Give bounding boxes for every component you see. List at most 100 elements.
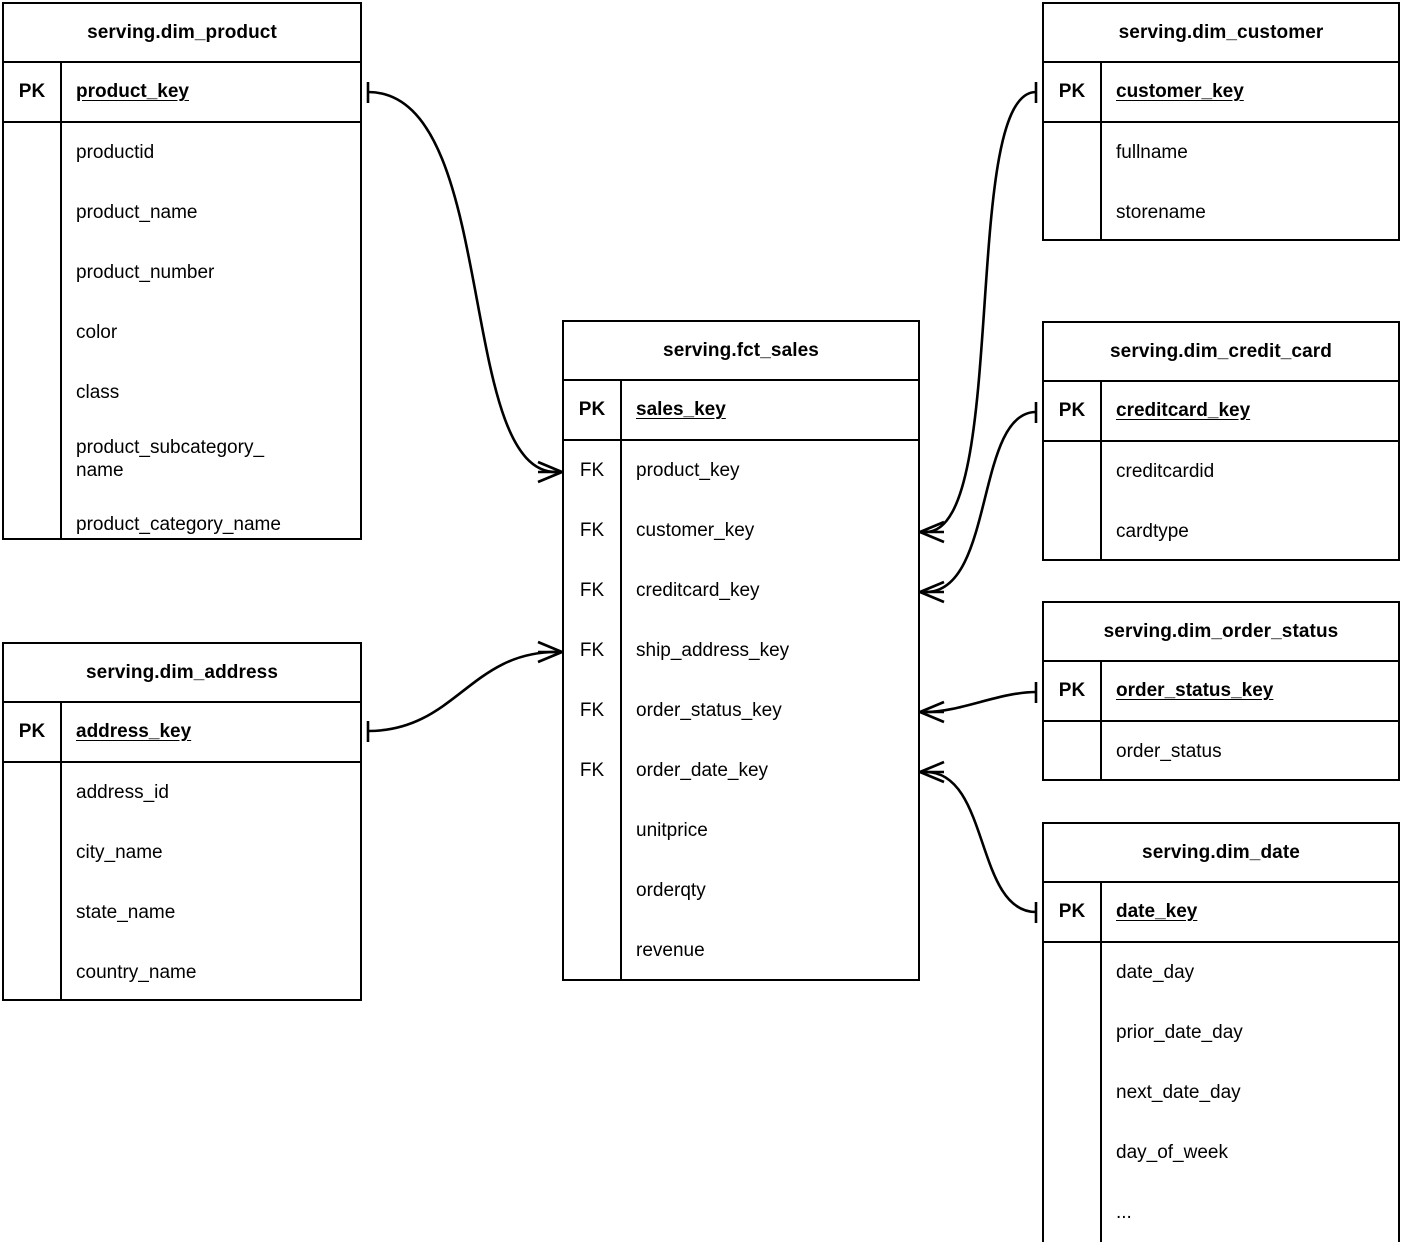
attribute-name-column: address_id city_name state_name country_…	[62, 763, 360, 1001]
attribute-row: state_name	[76, 902, 176, 923]
column-row: creditcard_key	[636, 580, 760, 601]
pk-name-sales-key: sales_key	[636, 399, 726, 420]
pk-row-fct-sales[interactable]: PK sales_key	[564, 381, 918, 441]
fk-tag: FK	[579, 760, 605, 781]
attribute-row: creditcardid	[1116, 461, 1215, 482]
pk-row-dim-credit-card[interactable]: PK creditcard_key	[1044, 382, 1398, 442]
attribute-key-column	[1044, 722, 1102, 781]
attribute-row: city_name	[76, 842, 163, 863]
entity-dim-product[interactable]: serving.dim_product PK product_key produ…	[2, 2, 362, 540]
entity-title-fct-sales: serving.fct_sales	[564, 322, 918, 381]
attributes-dim-credit-card: creditcardid cardtype	[1044, 442, 1398, 561]
entity-title-dim-date: serving.dim_date	[1044, 824, 1398, 883]
relationship-address	[367, 650, 557, 733]
attribute-key-column	[1044, 943, 1102, 1242]
pk-row-dim-order-status[interactable]: PK order_status_key	[1044, 662, 1398, 722]
columns-fct-sales: FK FK FK FK FK FK product_key customer_k…	[564, 441, 918, 981]
entity-title-dim-address: serving.dim_address	[4, 644, 360, 703]
attribute-row: product_number	[76, 262, 215, 283]
crowfoot-order-date	[919, 760, 945, 784]
attribute-name-column: order_status	[1102, 722, 1398, 781]
attribute-row: date_day	[1116, 962, 1195, 983]
relationship-customer	[925, 90, 1037, 534]
attribute-row: product_subcategory_ name	[76, 437, 265, 481]
fk-tag: FK	[579, 700, 605, 721]
attribute-row: class	[76, 382, 120, 403]
column-row: orderqty	[636, 880, 706, 901]
attribute-key-column	[1044, 123, 1102, 241]
column-row: order_date_key	[636, 760, 769, 781]
attributes-dim-customer: fullname storename	[1044, 123, 1398, 241]
attribute-row: color	[76, 322, 118, 343]
attribute-row: productid	[76, 142, 155, 163]
pk-name-address-key: address_key	[76, 721, 192, 742]
relationship-order-status	[925, 690, 1037, 714]
attribute-key-column	[4, 763, 62, 1001]
fk-tag: FK	[579, 640, 605, 661]
pk-name-order-status-key: order_status_key	[1116, 680, 1274, 701]
column-row: revenue	[636, 940, 705, 961]
pk-tag: PK	[564, 381, 622, 439]
column-row: customer_key	[636, 520, 755, 541]
column-row: product_key	[636, 460, 740, 481]
fk-tag: FK	[579, 580, 605, 601]
entity-fct-sales[interactable]: serving.fct_sales PK sales_key FK FK FK …	[562, 320, 920, 981]
attributes-dim-date: date_day prior_date_day next_date_day da…	[1044, 943, 1398, 1242]
pk-name-customer-key: customer_key	[1116, 81, 1244, 102]
fk-tag: FK	[579, 460, 605, 481]
pk-row-dim-customer[interactable]: PK customer_key	[1044, 63, 1398, 123]
attribute-row: address_id	[76, 782, 169, 803]
attribute-row: order_status	[1116, 740, 1222, 762]
crowfoot-credit-card	[919, 580, 945, 604]
attribute-name-column: date_day prior_date_day next_date_day da…	[1102, 943, 1398, 1242]
entity-dim-customer[interactable]: serving.dim_customer PK customer_key ful…	[1042, 2, 1400, 241]
attribute-row: product_name	[76, 202, 198, 223]
attribute-row: next_date_day	[1116, 1082, 1241, 1103]
entity-title-dim-customer: serving.dim_customer	[1044, 4, 1398, 63]
attribute-key-column	[1044, 442, 1102, 561]
attribute-row: storename	[1116, 202, 1206, 223]
entity-title-dim-product: serving.dim_product	[4, 4, 360, 63]
attribute-row: prior_date_day	[1116, 1022, 1243, 1043]
fk-tag-empty	[564, 921, 620, 981]
relationship-credit-card	[925, 410, 1037, 594]
pk-row-dim-product[interactable]: PK product_key	[4, 63, 360, 123]
attributes-dim-product: productid product_name product_number co…	[4, 123, 360, 540]
pk-tag: PK	[1044, 63, 1102, 121]
crowfoot-product	[537, 460, 563, 484]
pk-name-creditcard-key: creditcard_key	[1116, 400, 1251, 421]
entity-dim-address[interactable]: serving.dim_address PK address_key addre…	[2, 642, 362, 1001]
attribute-row: fullname	[1116, 142, 1188, 163]
pk-tag: PK	[4, 63, 62, 121]
attribute-key-column	[4, 123, 62, 540]
pk-name-product-key: product_key	[76, 81, 189, 102]
entity-dim-order-status[interactable]: serving.dim_order_status PK order_status…	[1042, 601, 1400, 781]
column-row: order_status_key	[636, 700, 782, 721]
entity-title-dim-credit-card: serving.dim_credit_card	[1044, 323, 1398, 382]
relationship-product	[367, 90, 557, 474]
pk-tag: PK	[1044, 382, 1102, 440]
attribute-row: day_of_week	[1116, 1142, 1228, 1163]
pk-row-dim-address[interactable]: PK address_key	[4, 703, 360, 763]
pk-tag: PK	[4, 703, 62, 761]
attribute-row: ...	[1116, 1202, 1132, 1223]
entity-dim-credit-card[interactable]: serving.dim_credit_card PK creditcard_ke…	[1042, 321, 1400, 561]
fk-tag-column: FK FK FK FK FK FK	[564, 441, 622, 981]
pk-row-dim-date[interactable]: PK date_key	[1044, 883, 1398, 943]
attribute-name-column: fullname storename	[1102, 123, 1398, 241]
crowfoot-order-status	[919, 700, 945, 724]
pk-tag: PK	[1044, 883, 1102, 941]
attribute-name-column: productid product_name product_number co…	[62, 123, 360, 540]
attributes-dim-address: address_id city_name state_name country_…	[4, 763, 360, 1001]
pk-name-date-key: date_key	[1116, 901, 1198, 922]
column-name-column: product_key customer_key creditcard_key …	[622, 441, 918, 981]
entity-dim-date[interactable]: serving.dim_date PK date_key date_day pr…	[1042, 822, 1400, 1242]
fk-tag: FK	[579, 520, 605, 541]
attribute-row: product_category_name	[76, 514, 281, 535]
entity-title-dim-order-status: serving.dim_order_status	[1044, 603, 1398, 662]
crowfoot-customer	[919, 520, 945, 544]
attribute-row: country_name	[76, 962, 197, 983]
attribute-row: cardtype	[1116, 521, 1189, 542]
fk-tag-empty	[564, 861, 620, 921]
